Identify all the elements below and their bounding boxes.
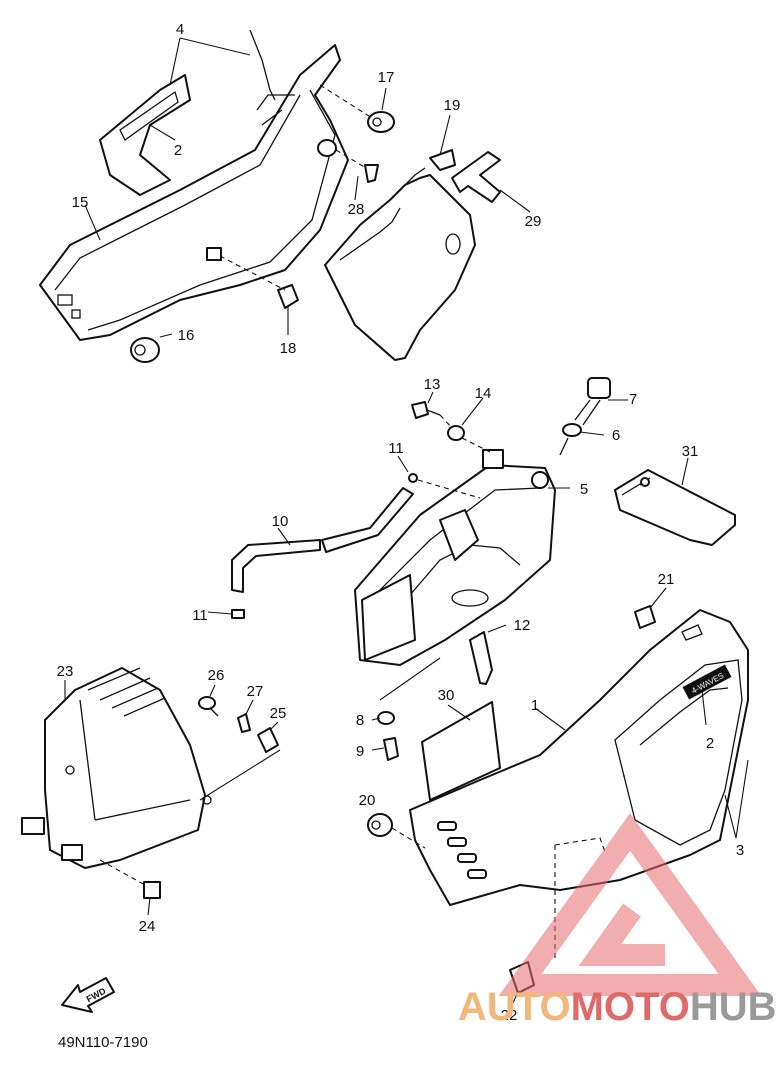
bolt-part-12 (469, 631, 493, 685)
label-2-upper: 2 (174, 142, 182, 159)
leader-28 (335, 149, 367, 169)
oil-tank-part-5 (354, 449, 556, 666)
label-23: 23 (57, 663, 74, 680)
label-8: 8 (356, 712, 364, 729)
leader-17 (319, 84, 373, 119)
label-1: 1 (531, 697, 539, 714)
clamp-part-11a (408, 473, 418, 483)
watermark: AUTOMOTOHUB (458, 813, 777, 1029)
part-labels: 4 2 15 16 17 28 18 19 29 13 14 7 6 31 11… (57, 21, 745, 1024)
gasket-part-6 (559, 423, 582, 456)
label-31: 31 (682, 443, 699, 460)
leader-8-line (379, 657, 441, 701)
label-22: 22 (501, 1007, 518, 1024)
label-4: 4 (176, 21, 184, 38)
label-13: 13 (424, 376, 441, 393)
clip-small-part-15 (206, 247, 222, 261)
washer-part-14 (447, 425, 465, 441)
grommet-part-20 (367, 813, 393, 837)
label-9: 9 (356, 743, 364, 760)
label-25: 25 (270, 705, 287, 722)
label-sheet-part-30 (421, 701, 501, 801)
clip-part-21 (634, 605, 656, 629)
label-12: 12 (514, 617, 531, 634)
label-15: 15 (72, 194, 89, 211)
bolt-part-13 (411, 401, 441, 419)
label-10: 10 (272, 513, 289, 530)
wire-part-4 (249, 29, 276, 101)
label-3: 3 (736, 842, 744, 859)
label-18: 18 (280, 340, 297, 357)
grommet-part-18 (277, 284, 299, 309)
leader-battery-strap (199, 749, 281, 801)
watermark-logo-icon (498, 813, 762, 996)
label-11-upper: 11 (388, 440, 404, 457)
leader-20 (391, 827, 426, 849)
frame-cover-part-15 (39, 44, 349, 341)
label-29: 29 (525, 213, 542, 230)
label-28: 28 (348, 201, 365, 218)
label-11-lower: 11 (192, 607, 208, 624)
clip-part-27 (237, 713, 251, 733)
label-17: 17 (378, 69, 395, 86)
side-plate-part-2 (99, 74, 191, 196)
bracket-part-29 (451, 151, 501, 203)
side-cover-part-1: 4-WAVES (409, 609, 749, 906)
label-26: 26 (208, 667, 225, 684)
label-20: 20 (359, 792, 376, 809)
label-16: 16 (178, 327, 195, 344)
leader-13-14 (439, 414, 491, 453)
grommet-part-16 (130, 337, 160, 363)
vent-slots (437, 821, 487, 879)
label-7: 7 (629, 391, 637, 408)
tank-cap-part-7 (574, 377, 611, 426)
leader-22 (554, 837, 606, 960)
label-14: 14 (475, 385, 492, 402)
label-27: 27 (247, 683, 264, 700)
nut-part-24 (143, 881, 161, 899)
label-6: 6 (612, 427, 620, 444)
leader-11 (417, 479, 481, 499)
bolt-part-9 (383, 737, 399, 761)
grommet-part-28 (317, 139, 379, 183)
label-24: 24 (139, 918, 156, 935)
bracket-part-19 (404, 149, 456, 186)
pad-part-31 (614, 469, 736, 546)
side-panel-upper (324, 174, 476, 361)
label-19: 19 (444, 97, 461, 114)
clamp-part-11b (231, 609, 245, 619)
leader-18 (219, 255, 286, 291)
label-30: 30 (438, 687, 455, 704)
label-2-lower: 2 (706, 735, 714, 752)
watermark-text: AUTOMOTOHUB (458, 985, 777, 1029)
label-21: 21 (658, 571, 675, 588)
washer-part-8 (377, 711, 395, 725)
fwd-arrow-icon: FWD (61, 977, 115, 1013)
bolt-part-26 (198, 696, 219, 717)
collar-part-25 (257, 727, 279, 753)
battery-box-part-23 (21, 667, 212, 869)
hose-part-10 (231, 487, 414, 593)
label-5: 5 (580, 481, 588, 498)
grommet-part-17 (367, 111, 395, 133)
leader-lines (64, 37, 749, 1006)
catalog-code: 49N110-7190 (58, 1034, 148, 1051)
